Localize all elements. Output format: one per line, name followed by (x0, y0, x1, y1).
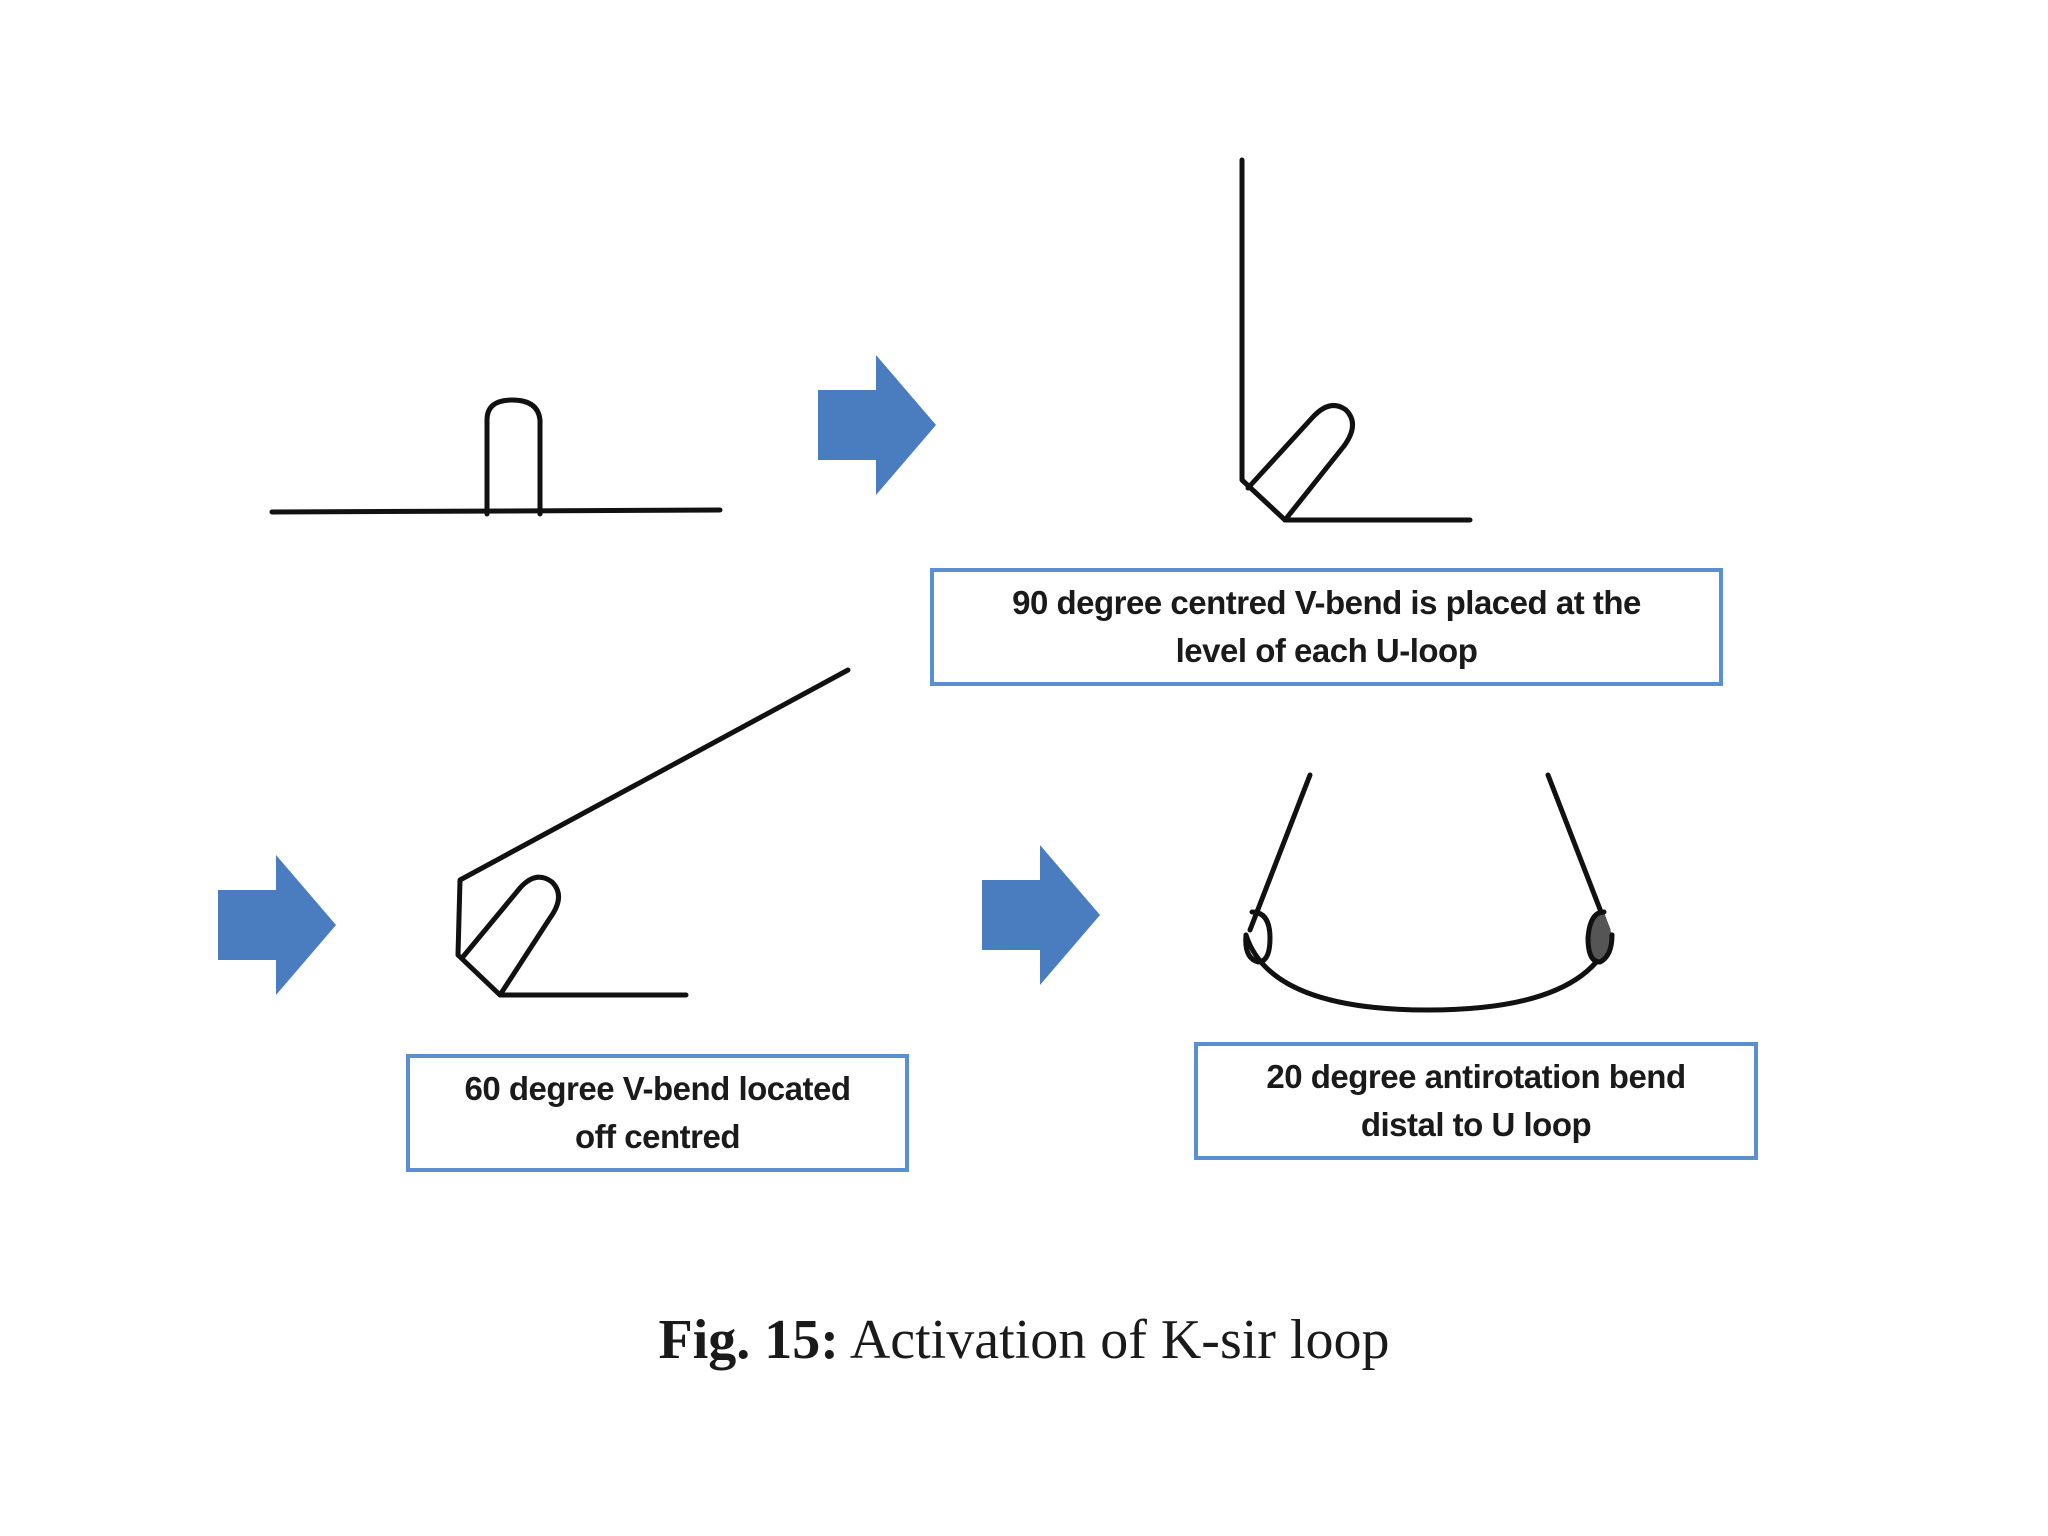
right-leg-wire (1545, 772, 1611, 933)
caption-text: Activation of K-sir loop (849, 1309, 1390, 1371)
label-line: 60 degree V-bend located (464, 1070, 851, 1108)
label-line: off centred (574, 1118, 741, 1155)
tilted-u-loop (459, 874, 561, 998)
label-sixty-degree-bend: 60 degree V-bend located off centred (406, 1054, 909, 1172)
left-leg-wire (1247, 772, 1313, 933)
stage-1-u-loop-wire (269, 397, 723, 517)
figure-number: Fig. 15: (658, 1309, 839, 1371)
stage-4-antirotation-bend (1243, 772, 1615, 1013)
right-arrow-icon (818, 355, 936, 495)
stage-2-ninety-degree-bend (1239, 157, 1473, 523)
straight-wire (269, 507, 723, 515)
left-loop-end (1243, 909, 1273, 965)
curved-base-wire (1243, 932, 1615, 1013)
vertical-leg-wire (1239, 157, 1473, 523)
u-loop (484, 397, 543, 517)
angled-leg-wire (455, 667, 851, 998)
right-arrow-icon (982, 845, 1100, 985)
label-line: 20 degree antirotation bend (1266, 1058, 1686, 1096)
label-line: level of each U-loop (1175, 632, 1478, 669)
label-twenty-degree-bend: 20 degree antirotation bend distal to U … (1194, 1042, 1758, 1160)
right-loop-end (1585, 909, 1615, 965)
stage-3-sixty-degree-bend (455, 667, 851, 998)
figure-caption: Fig. 15: Activation of K-sir loop (0, 1308, 2048, 1372)
label-line: distal to U loop (1360, 1106, 1592, 1143)
tilted-u-loop (1245, 403, 1355, 523)
right-arrow-icon (218, 855, 336, 995)
label-ninety-degree-bend: 90 degree centred V-bend is placed at th… (930, 568, 1723, 686)
label-line: 90 degree centred V-bend is placed at th… (1012, 584, 1641, 622)
